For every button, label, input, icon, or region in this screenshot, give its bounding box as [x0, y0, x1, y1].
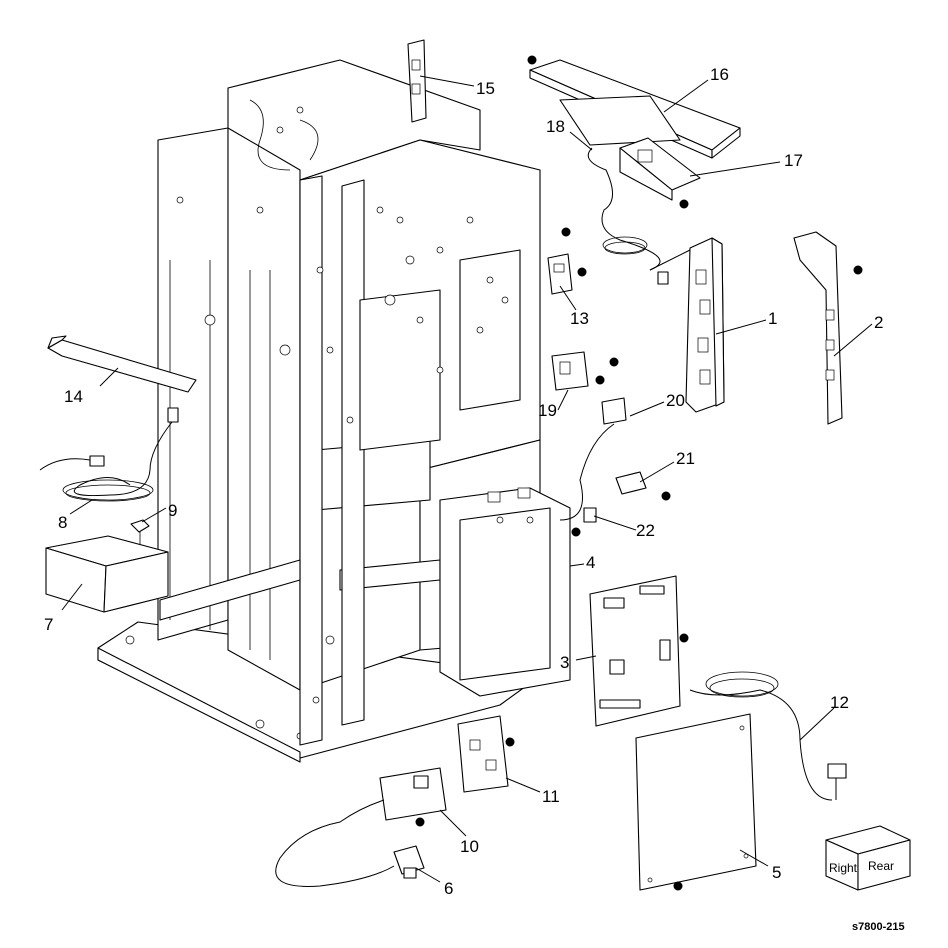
part-19-bracket — [551, 351, 589, 391]
callout-2: 2 — [874, 313, 883, 332]
figure-reference: s7800-215 — [852, 921, 905, 933]
callout-3: 3 — [560, 653, 569, 672]
part-10-board — [379, 767, 447, 821]
part-6-power-cord — [275, 799, 425, 887]
callout-16: 16 — [710, 65, 729, 84]
callout-6: 6 — [444, 879, 453, 898]
cube-rear-label: Rear — [868, 859, 894, 873]
callout-22: 22 — [636, 521, 655, 540]
part-21-clip — [615, 471, 647, 495]
part-14-arm — [47, 335, 197, 393]
callout-8: 8 — [58, 513, 67, 532]
frame-holes — [176, 106, 509, 704]
callout-5: 5 — [772, 863, 781, 882]
callout-18: 18 — [546, 117, 565, 136]
reference-dots — [415, 55, 863, 891]
callout-10: 10 — [460, 837, 479, 856]
part-1-bracket — [685, 237, 725, 413]
part-4-chassis — [439, 487, 571, 697]
part-17-switch-bracket — [619, 137, 701, 201]
callout-14: 14 — [64, 387, 83, 406]
part-15-bracket — [407, 39, 427, 123]
part-13-bracket — [547, 253, 573, 295]
callout-12: 12 — [830, 693, 849, 712]
part-5-cover — [635, 713, 757, 891]
callout-1: 1 — [768, 309, 777, 328]
callout-19: 19 — [538, 401, 557, 420]
callout-11: 11 — [542, 787, 560, 806]
callout-21: 21 — [676, 449, 695, 468]
cube-right-label: Right — [829, 861, 858, 875]
callout-7: 7 — [44, 615, 53, 634]
callout-17: 17 — [784, 151, 803, 170]
part-22-connector — [583, 507, 597, 523]
callout-4: 4 — [586, 553, 595, 572]
orientation-cube: Right Rear — [825, 825, 911, 891]
leader-lines — [61, 75, 873, 883]
callout-15: 15 — [476, 79, 495, 98]
part-12-cable — [689, 671, 847, 801]
part-8-cable — [39, 407, 179, 502]
part-11-bracket — [457, 715, 509, 793]
part-3-board — [589, 575, 681, 727]
callout-13: 13 — [570, 309, 589, 328]
part-16-top-cover — [529, 59, 741, 159]
part-2-bracket — [793, 231, 843, 425]
part-20-connector — [559, 397, 627, 521]
part-7-cover — [45, 535, 169, 613]
part-18-harness — [587, 147, 691, 285]
callout-9: 9 — [168, 501, 177, 520]
callout-labels: 1 2 3 4 5 6 7 8 9 10 11 12 13 14 15 16 1… — [44, 65, 883, 898]
callout-20: 20 — [666, 391, 685, 410]
